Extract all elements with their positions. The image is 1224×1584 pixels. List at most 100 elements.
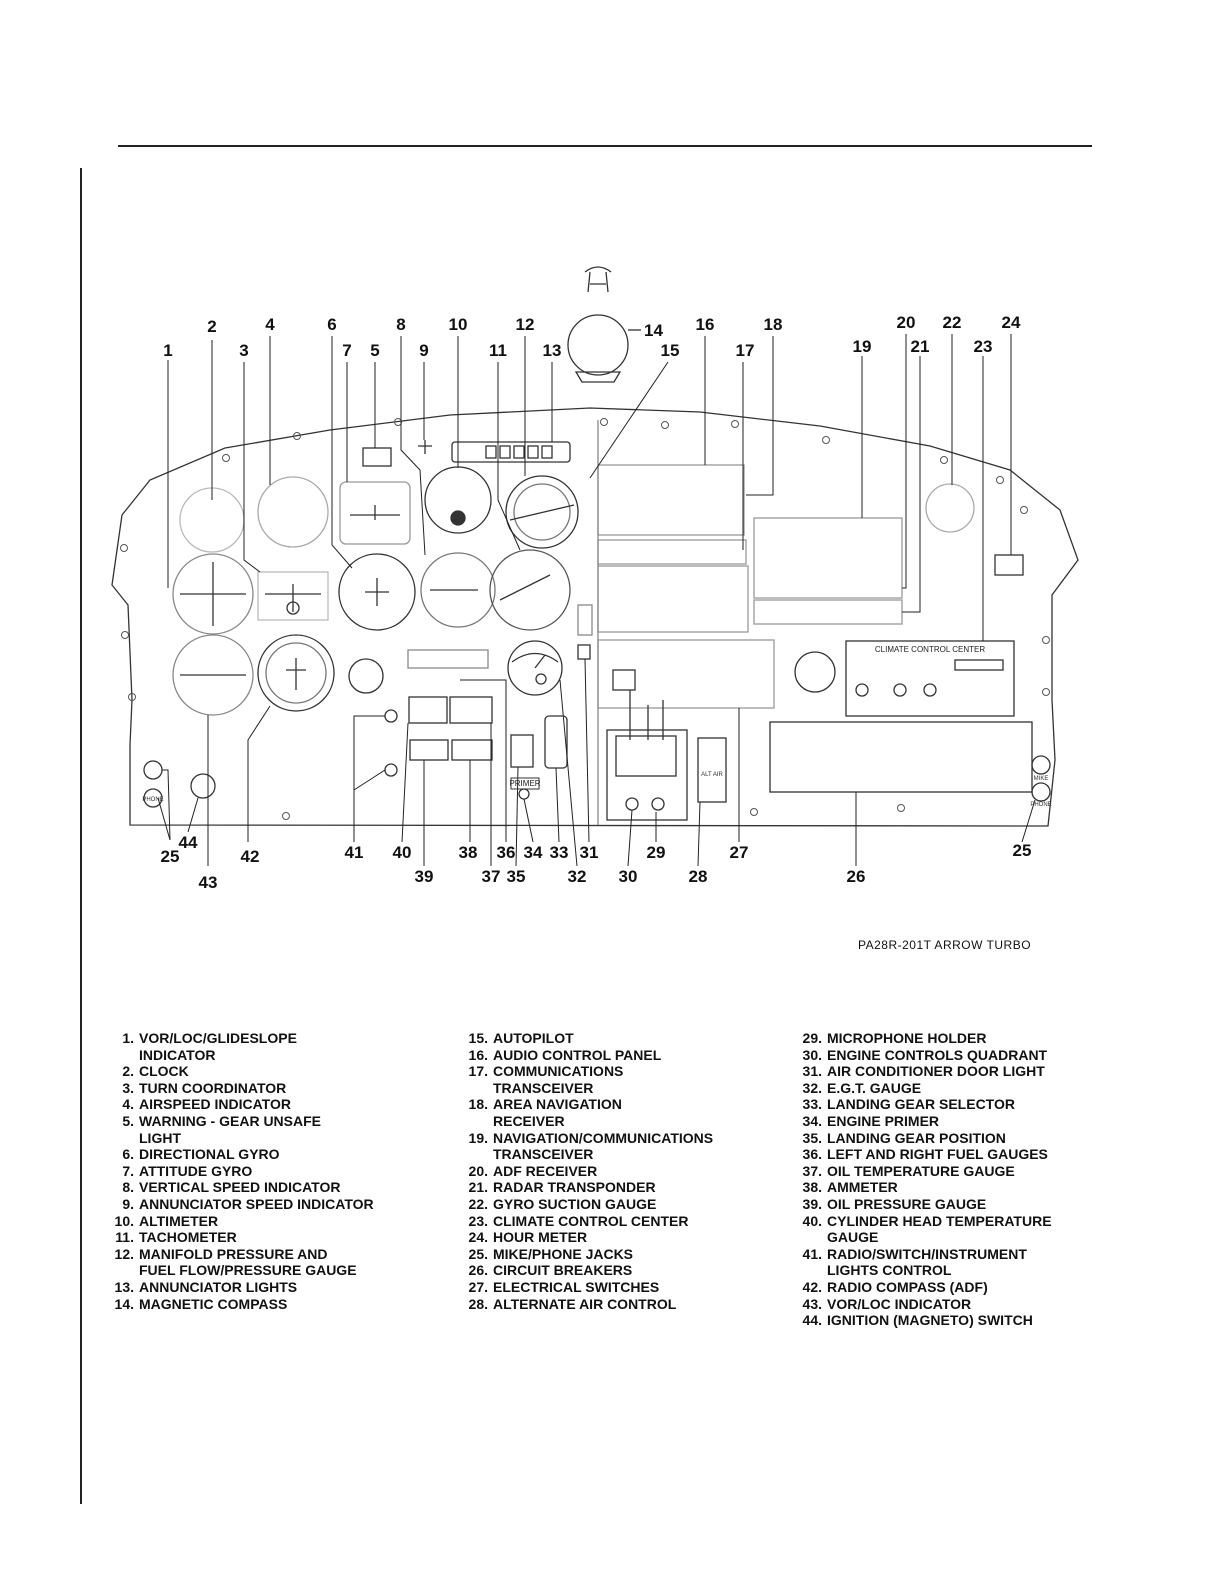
legend-item-text: ALTIMETER bbox=[139, 1212, 219, 1229]
engine-controls-quadrant bbox=[606, 729, 688, 821]
radio-lights-control-knob bbox=[348, 658, 384, 694]
legend-item-number: 1. bbox=[122, 1030, 134, 1046]
legend-item-text: E.G.T. GAUGE bbox=[827, 1079, 922, 1096]
legend-item-text: RADIO/SWITCH/INSTRUMENT LIGHTS CONTROL bbox=[827, 1245, 1027, 1279]
legend-item-text: OIL PRESSURE GAUGE bbox=[827, 1195, 987, 1212]
legend-item-text: RADAR TRANSPONDER bbox=[493, 1179, 656, 1196]
legend-item-text: AIRSPEED INDICATOR bbox=[139, 1096, 291, 1113]
legend-item: 25. MIKE/PHONE JACKS bbox=[458, 1246, 768, 1263]
legend-item: 28.ALTERNATE AIR CONTROL bbox=[458, 1296, 768, 1313]
legend-item-number: 13. bbox=[114, 1278, 134, 1295]
climate-center-label: CLIMATE CONTROL CENTER bbox=[875, 645, 985, 654]
callout-numbers: 1 2 3 4 5 6 7 8 9 10 11 12 13 14 15 16 1… bbox=[161, 313, 1032, 892]
legend-item-text: CLIMATE CONTROL CENTER bbox=[493, 1212, 689, 1229]
instrument-panel-diagram: 1 2 3 4 5 6 7 8 9 10 11 12 13 14 15 16 1… bbox=[111, 266, 1079, 892]
legend-item-text: AREA NAVIGATION RECEIVER bbox=[493, 1096, 622, 1129]
callout-34: 34 bbox=[524, 843, 543, 862]
legend-item: 32.E.G.T. GAUGE bbox=[792, 1080, 1092, 1097]
legend-item: 3.TURN COORDINATOR bbox=[104, 1080, 424, 1097]
alt-air-label: ALT AIR bbox=[701, 772, 723, 778]
legend-item-text: RADIO COMPASS (ADF) bbox=[827, 1278, 988, 1295]
callout-25-left: 25 bbox=[161, 847, 180, 866]
turn-coordinator bbox=[257, 571, 329, 621]
legend-item-number: 20. bbox=[468, 1162, 488, 1179]
legend-item-text: LANDING GEAR SELECTOR bbox=[827, 1096, 1015, 1113]
callout-39: 39 bbox=[415, 867, 434, 886]
legend-item: 36.LEFT AND RIGHT FUEL GAUGES bbox=[792, 1146, 1092, 1163]
audio-control-panel bbox=[597, 464, 745, 536]
callout-21: 21 bbox=[911, 337, 930, 356]
callout-24: 24 bbox=[1002, 313, 1021, 332]
right-phone-label: PHONE bbox=[1030, 802, 1051, 808]
legend-item: 22.GYRO SUCTION GAUGE bbox=[458, 1196, 768, 1213]
legend-item-number: 41. bbox=[802, 1245, 822, 1262]
legend-item-text: AUTOPILOT bbox=[493, 1030, 574, 1046]
panel-outline bbox=[111, 407, 1079, 827]
legend-item-text: TACHOMETER bbox=[139, 1229, 237, 1246]
legend-item-text: MICROPHONE HOLDER bbox=[827, 1030, 987, 1046]
legend-item: 19.NAVIGATION/COMMUNICATIONS TRANSCEIVER bbox=[458, 1130, 768, 1163]
legend-item-number: 12. bbox=[114, 1245, 134, 1262]
legend-item: 34.ENGINE PRIMER bbox=[792, 1113, 1092, 1130]
oil-temperature-gauge bbox=[449, 696, 493, 724]
legend-item-number: 38. bbox=[802, 1179, 822, 1196]
callout-44: 44 bbox=[179, 833, 198, 852]
fuel-gauges bbox=[407, 649, 489, 669]
legend-item-text: LANDING GEAR POSITION bbox=[827, 1129, 1006, 1146]
callout-16: 16 bbox=[696, 315, 715, 334]
gear-unsafe-light bbox=[362, 447, 392, 467]
legend-item-text: AUDIO CONTROL PANEL bbox=[493, 1046, 662, 1063]
legend-item-number: 19. bbox=[468, 1129, 488, 1146]
legend-item-text: VERTICAL SPEED INDICATOR bbox=[139, 1179, 341, 1196]
callout-9: 9 bbox=[419, 341, 428, 360]
callout-13: 13 bbox=[543, 341, 562, 360]
nav-comm-transceiver bbox=[753, 517, 903, 599]
callout-10: 10 bbox=[449, 315, 468, 334]
legend-item: 14.MAGNETIC COMPASS bbox=[104, 1296, 424, 1313]
legend-item: 1. VOR/LOC/GLIDESLOPE INDICATOR bbox=[104, 1030, 424, 1063]
legend-item-text: MANIFOLD PRESSURE AND FUEL FLOW/PRESSURE… bbox=[139, 1245, 357, 1279]
legend-item: 13.ANNUNCIATOR LIGHTS bbox=[104, 1279, 424, 1296]
legend-item-text: VOR/LOC INDICATOR bbox=[827, 1295, 972, 1312]
legend-item-text: IGNITION (MAGNETO) SWITCH bbox=[827, 1312, 1033, 1329]
callout-5: 5 bbox=[370, 341, 379, 360]
legend-item-number: 44. bbox=[802, 1312, 822, 1329]
legend-item-text: DIRECTIONAL GYRO bbox=[139, 1146, 280, 1163]
legend-item-number: 25. bbox=[468, 1245, 488, 1262]
legend-item-number: 23. bbox=[468, 1212, 488, 1229]
callout-1: 1 bbox=[163, 341, 172, 360]
legend-item: 12. MANIFOLD PRESSURE AND FUEL FLOW/PRESS… bbox=[104, 1246, 424, 1279]
legend-item-number: 8. bbox=[122, 1179, 134, 1196]
legend-item-text: WARNING - GEAR UNSAFE LIGHT bbox=[139, 1112, 321, 1146]
legend-item-number: 5. bbox=[122, 1112, 134, 1129]
leader-lines bbox=[157, 334, 1036, 867]
legend-item: 8. VERTICAL SPEED INDICATOR bbox=[104, 1179, 424, 1196]
legend-item: 42.RADIO COMPASS (ADF) bbox=[792, 1279, 1092, 1296]
callout-17: 17 bbox=[736, 341, 755, 360]
legend-item-text: VOR/LOC/GLIDESLOPE INDICATOR bbox=[139, 1030, 297, 1063]
left-rule bbox=[80, 168, 82, 1504]
legend-item-text: MIKE/PHONE JACKS bbox=[493, 1245, 634, 1262]
airspeed-indicator bbox=[257, 476, 329, 548]
legend-item-number: 31. bbox=[802, 1063, 822, 1080]
legend-item-number: 35. bbox=[802, 1129, 822, 1146]
callout-23: 23 bbox=[974, 337, 993, 356]
callout-8: 8 bbox=[396, 315, 405, 334]
callout-38: 38 bbox=[459, 843, 478, 862]
hour-meter bbox=[994, 554, 1024, 576]
legend-item-number: 40. bbox=[802, 1212, 822, 1229]
callout-6: 6 bbox=[327, 315, 336, 334]
legend-item-number: 34. bbox=[802, 1112, 822, 1129]
legend-item: 7.ATTITUDE GYRO bbox=[104, 1163, 424, 1180]
callout-30: 30 bbox=[619, 867, 638, 886]
legend-item: 24.HOUR METER bbox=[458, 1229, 768, 1246]
legend-item-number: 43. bbox=[802, 1295, 822, 1312]
legend-item-text: GYRO SUCTION GAUGE bbox=[493, 1195, 657, 1212]
right-mike-jack bbox=[1031, 755, 1051, 775]
legend-item-number: 2. bbox=[122, 1063, 134, 1080]
legend-item-text: ALTERNATE AIR CONTROL bbox=[493, 1295, 677, 1312]
area-nav-receiver bbox=[597, 565, 749, 633]
top-rule bbox=[118, 145, 1092, 147]
callout-33: 33 bbox=[550, 843, 569, 862]
